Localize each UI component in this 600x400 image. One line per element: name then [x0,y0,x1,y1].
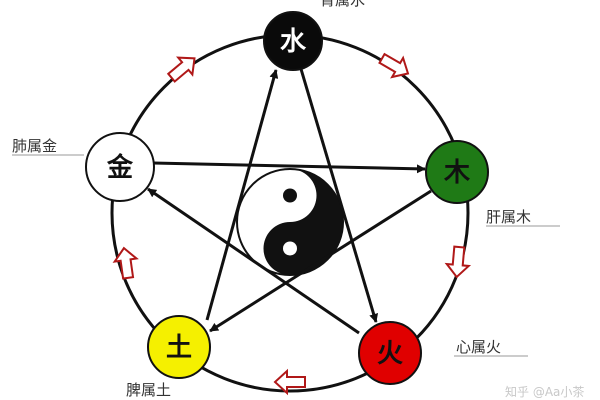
arrow-earth-to-metal [112,246,139,280]
node-water-label: 水 [280,27,307,57]
node-wood-label: 木 [443,158,470,188]
label-leaders [12,154,560,357]
arrow-earth-to-water [205,69,279,321]
node-earth: 土 [147,315,211,379]
node-earth-label: 土 [166,333,192,363]
organ-label-water: 肾属水 [320,0,365,9]
node-water: 水 [263,11,323,71]
node-fire: 火 [358,321,422,385]
node-metal-label: 金 [106,152,134,183]
arrow-fire-to-earth [273,368,306,396]
organ-label-earth: 脾属土 [126,381,171,399]
generating-arrows [112,52,472,396]
controlling-arrows [147,68,432,335]
organ-label-fire: 心属火 [456,338,501,356]
node-wood: 木 [425,140,489,204]
organ-label-metal: 肺属金 [12,137,57,155]
arrow-metal-to-water [166,56,196,83]
node-metal: 金 [85,132,155,202]
yin-yang-symbol [236,168,344,276]
organ-label-wood: 肝属木 [486,208,531,226]
arrow-metal-to-wood [152,161,426,174]
arrow-water-to-wood [378,52,410,79]
node-fire-label: 火 [377,339,403,369]
arrow-wood-to-earth [209,189,432,333]
arrow-wood-to-fire [444,245,472,279]
arrow-water-to-fire [299,68,379,323]
watermark: 知乎 @Aa小茶 [505,384,584,399]
arrow-fire-to-metal [147,187,360,335]
